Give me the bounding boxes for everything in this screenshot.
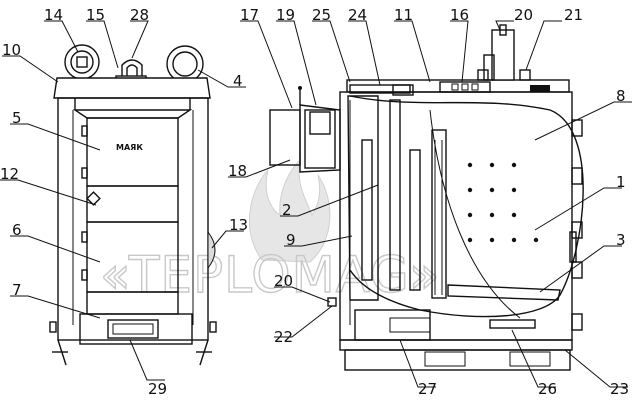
label-24: 24 [348, 6, 367, 24]
cleanout-hatch [107, 319, 159, 339]
label-14: 14 [44, 6, 63, 24]
label-3: 3 [616, 231, 626, 249]
label-23: 23 [610, 380, 629, 398]
label-20-bottom: 20 [274, 272, 293, 290]
temperature-sensor [519, 69, 531, 81]
label-16: 16 [450, 6, 469, 24]
front-body [57, 97, 209, 341]
flue-pipe-right [166, 45, 204, 83]
label-12: 12 [0, 165, 19, 183]
label-2: 2 [282, 201, 292, 219]
heat-exchanger [347, 95, 447, 301]
label-4: 4 [233, 72, 243, 90]
label-19: 19 [276, 6, 295, 24]
jacket-dots [467, 162, 539, 243]
ash-drawer [354, 309, 431, 341]
label-27: 27 [418, 380, 437, 398]
label-28: 28 [130, 6, 149, 24]
side-labels: 17 19 25 24 11 16 20 21 8 18 2 1 9 3 20 … [228, 6, 629, 398]
leader-lines [0, 20, 632, 388]
label-15: 15 [86, 6, 105, 24]
label-7: 7 [12, 281, 22, 299]
ash-pan [489, 319, 536, 329]
label-6: 6 [12, 221, 22, 239]
label-11: 11 [394, 6, 413, 24]
front-labels: 14 15 28 10 4 5 12 6 7 13 29 [0, 6, 248, 398]
label-8: 8 [616, 87, 626, 105]
front-plinth [79, 313, 193, 345]
side-view [269, 24, 584, 371]
label-13: 13 [229, 216, 248, 234]
label-9: 9 [286, 231, 296, 249]
label-26: 26 [538, 380, 557, 398]
label-18: 18 [228, 162, 247, 180]
top-cover [53, 77, 211, 99]
label-5: 5 [12, 109, 22, 127]
side-grill [207, 230, 216, 270]
label-29: 29 [148, 380, 167, 398]
label-17: 17 [240, 6, 259, 24]
loading-chute [269, 86, 341, 173]
flue-pipe-left [64, 44, 100, 80]
label-21: 21 [564, 6, 583, 24]
label-10: 10 [2, 41, 21, 59]
side-base [344, 349, 571, 371]
middle-panel [86, 185, 179, 223]
brand-plate: МАЯК [116, 143, 143, 152]
front-view: МАЯК [49, 44, 217, 366]
watermark-text: «TEPLOMAG» [100, 246, 441, 304]
label-22: 22 [274, 328, 293, 346]
blower [491, 29, 515, 81]
label-1: 1 [616, 173, 626, 191]
label-25: 25 [312, 6, 331, 24]
watermark: «TEPLOMAG» [99, 158, 441, 305]
label-20-top: 20 [514, 6, 533, 24]
grate [447, 284, 561, 301]
loading-door: МАЯК [81, 117, 179, 187]
